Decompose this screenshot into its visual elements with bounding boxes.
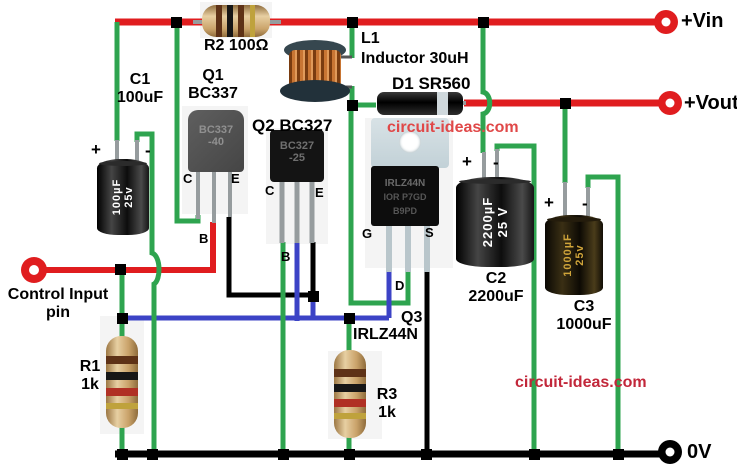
c2-body-text: 2200µF — [480, 196, 495, 248]
junction-dots — [115, 17, 624, 460]
resistor-r2 — [202, 5, 270, 37]
q2-label: Q2 BC327 — [252, 116, 333, 135]
mosfet-q3-tab — [371, 118, 449, 168]
c3-minus-sign: - — [582, 194, 588, 213]
d1-label: D1 SR560 — [392, 74, 471, 93]
q2-pin-e-label: E — [315, 185, 324, 200]
watermark-top: circuit-ideas.com — [387, 119, 519, 136]
q2-pin-b-label: B — [281, 249, 291, 264]
q1-body-text: BC337 — [198, 124, 234, 136]
q3-pin-g-label: G — [362, 226, 373, 241]
q1-pin-c-label: C — [183, 171, 193, 186]
c1-body-text2: 25v — [123, 186, 135, 208]
l1-label: L1 — [361, 30, 380, 47]
q3-body-text3: B9PD — [392, 205, 417, 216]
transistor-q2: BC327 -25 — [270, 130, 324, 182]
c3-plus-sign: + — [544, 193, 554, 212]
c1-label: C1 100uF — [116, 71, 164, 106]
c2-minus-sign: - — [493, 153, 499, 172]
control-input-terminal — [21, 257, 47, 283]
c3-body-text2: 25v — [574, 244, 586, 266]
q2-body-text2: -25 — [289, 152, 305, 164]
ground-terminal — [658, 440, 682, 464]
control-input-label: Control Input pin — [7, 286, 109, 321]
capacitor-c1: 100µF 25v — [97, 159, 149, 235]
q1-pin-b-label: B — [199, 231, 209, 246]
q1-body-text2: -40 — [208, 136, 224, 148]
q1-pin-e-label: E — [231, 171, 240, 186]
q2-pin-c-label: C — [265, 183, 275, 198]
capacitor-c2: 2200µF 25 V — [456, 177, 534, 267]
q3-pin-d-label: D — [395, 278, 405, 293]
c2-body-text2: 25 V — [495, 206, 510, 238]
watermark-bottom: circuit-ideas.com — [515, 374, 647, 391]
vout-terminal — [658, 91, 682, 115]
q3-body-text2: IOR P7GD — [383, 192, 427, 202]
vout-label: +Vout — [684, 92, 737, 114]
resistor-r1 — [106, 336, 138, 428]
q2-body-text: BC327 — [279, 140, 315, 152]
q3-label: Q3 — [401, 309, 423, 326]
q3-body-text: IRLZ44N — [384, 178, 426, 189]
vin-label: +Vin — [681, 10, 724, 32]
r1-label: R1 1k — [79, 358, 101, 393]
inductor-l1-bottom — [280, 80, 350, 102]
resistor-r3 — [334, 350, 366, 438]
q1-label: Q1 BC337 — [188, 67, 238, 102]
c3-body-text: 1000µF — [562, 233, 574, 277]
mosfet-q3-body: IRLZ44N IOR P7GD B9PD — [371, 166, 439, 226]
c1-plus-sign: + — [91, 140, 101, 159]
capacitor-c3: 1000µF 25v — [545, 215, 603, 295]
c1-body-text: 100µF — [111, 178, 123, 216]
ground-label: 0V — [687, 441, 712, 463]
vin-terminal — [654, 10, 678, 34]
c2-plus-sign: + — [462, 152, 472, 171]
c2-label: C2 2200uF — [468, 270, 524, 305]
q3-part-label: IRLZ44N — [353, 326, 418, 343]
r3-label: R3 1k — [376, 386, 398, 421]
transistor-q1: BC337 -40 — [188, 110, 244, 172]
l1-desc-label: Inductor 30uH — [361, 50, 469, 67]
diode-d1 — [377, 92, 463, 115]
r2-label: R2 100Ω — [204, 37, 269, 54]
c3-label: C3 1000uF — [556, 298, 612, 333]
c1-minus-sign: - — [145, 141, 151, 160]
q3-pin-s-label: S — [425, 225, 434, 240]
